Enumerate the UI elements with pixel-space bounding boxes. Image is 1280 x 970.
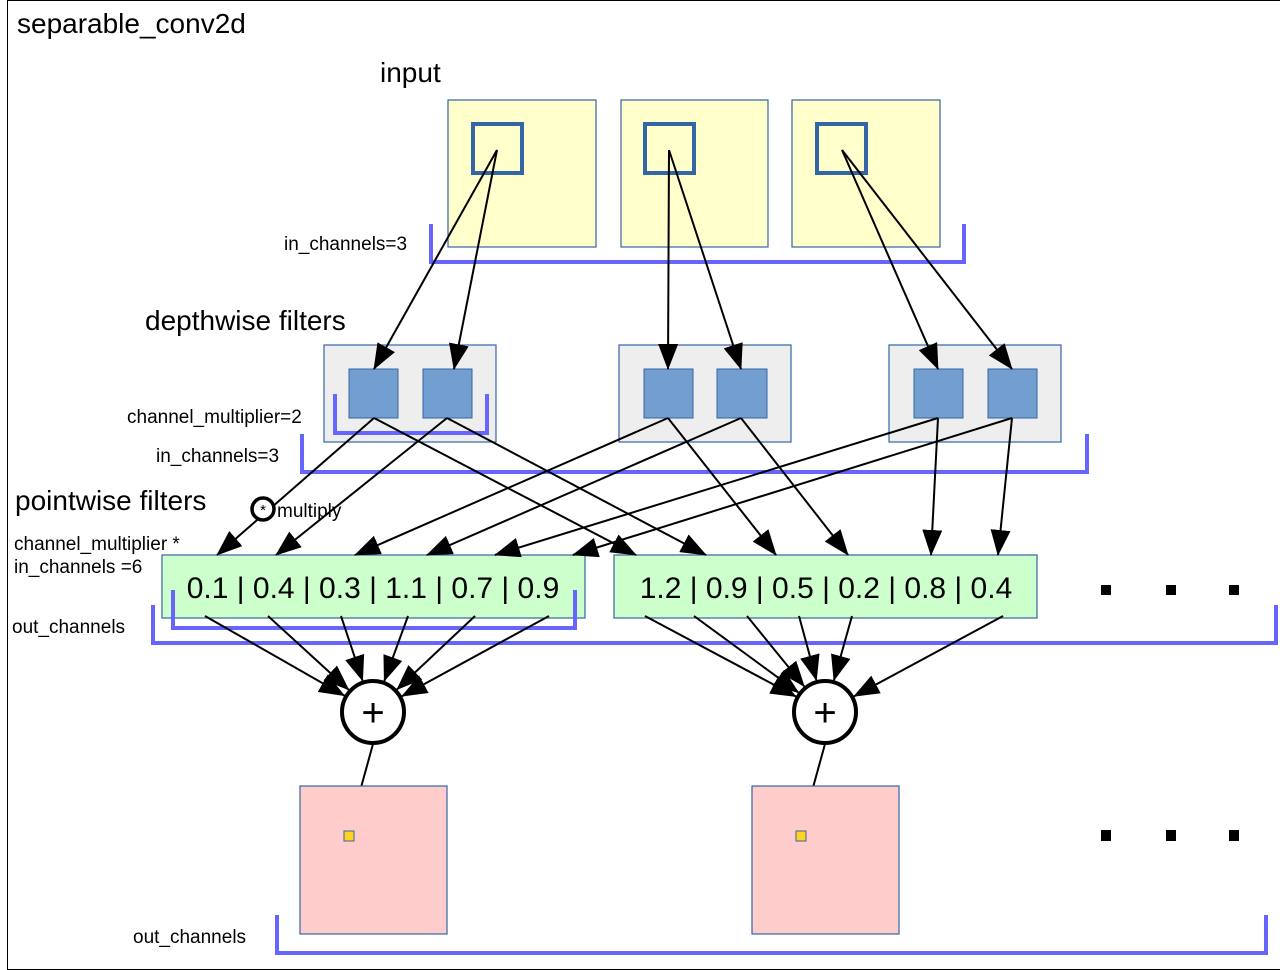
kernel-window-1 bbox=[471, 122, 524, 175]
input-in-channels-bracket bbox=[429, 224, 966, 264]
pointwise-to-sum-arrow bbox=[693, 615, 800, 694]
depthwise-to-pointwise-arrow bbox=[216, 417, 375, 556]
pointwise-to-sum-arrow bbox=[383, 615, 409, 682]
multiply-icon bbox=[250, 496, 276, 522]
pointwise-to-sum-arrow bbox=[401, 615, 550, 698]
pointwise-to-sum-arrow bbox=[340, 615, 365, 682]
depthwise-to-pointwise-arrow bbox=[426, 417, 742, 556]
input-to-depthwise-arrow bbox=[373, 149, 498, 370]
output-channel-2 bbox=[751, 785, 900, 935]
depthwise-to-pointwise-arrow bbox=[922, 417, 943, 556]
pointwise-size-label-line2: in_channels =6 bbox=[14, 557, 142, 578]
output-out-channels-bracket bbox=[275, 915, 1268, 955]
pointwise-to-sum-arrow bbox=[644, 615, 797, 698]
multiply-operator: * multiply bbox=[250, 496, 342, 522]
sum-symbol: + bbox=[813, 691, 836, 735]
pointwise-out-channels-label: out_channels bbox=[12, 617, 125, 638]
input-section-label: input bbox=[380, 57, 441, 88]
connection-arrows bbox=[204, 149, 1013, 832]
pointwise-to-sum-arrow bbox=[853, 615, 1004, 698]
sum-symbol: + bbox=[361, 691, 384, 735]
depthwise-in-channels-bracket bbox=[300, 434, 1089, 474]
depthwise-to-pointwise-arrow bbox=[494, 417, 939, 558]
pointwise-to-sum-arrow bbox=[831, 615, 853, 682]
pointwise-filter-1-weights: 0.1 | 0.4 | 0.3 | 1.1 | 0.7 | 0.9 bbox=[187, 572, 560, 605]
depthwise-to-pointwise-arrow bbox=[446, 417, 707, 556]
depthwise-to-pointwise-arrow bbox=[572, 417, 1013, 558]
output-channel-1 bbox=[299, 785, 448, 935]
depthwise-to-pointwise-arrow bbox=[740, 417, 849, 556]
output-pixel-1 bbox=[343, 830, 355, 842]
pointwise-out-channels-bracket bbox=[151, 605, 1278, 645]
pointwise-to-sum-arrow bbox=[267, 615, 350, 691]
plus-circle-icon bbox=[792, 679, 858, 745]
depthwise-to-pointwise-arrow bbox=[373, 417, 637, 556]
channel-multiplier-bracket bbox=[333, 394, 489, 435]
output-out-channels-label: out_channels bbox=[133, 927, 246, 948]
input-to-depthwise-arrow bbox=[449, 149, 498, 370]
input-to-depthwise-arrow bbox=[841, 149, 1013, 370]
diagram-title: separable_conv2d bbox=[17, 8, 246, 39]
sum-operator-2: + bbox=[792, 679, 858, 745]
depthwise-kernel-2b bbox=[716, 368, 768, 419]
output-pixel-2 bbox=[795, 830, 807, 842]
depthwise-to-pointwise-arrow bbox=[990, 417, 1013, 556]
pointwise-filter-2-weights: 1.2 | 0.9 | 0.5 | 0.2 | 0.8 | 0.4 bbox=[640, 572, 1013, 605]
depthwise-kernel-3b bbox=[987, 368, 1038, 419]
pointwise-section-label: pointwise filters bbox=[15, 485, 206, 516]
pointwise-size-label-line1: channel_multiplier * bbox=[14, 534, 180, 555]
pointwise-size-bracket bbox=[171, 590, 577, 630]
depthwise-kernel-1b bbox=[422, 368, 473, 419]
depthwise-kernel-3a bbox=[913, 368, 964, 419]
depthwise-in-channels-label: in_channels=3 bbox=[156, 446, 279, 467]
kernel-window-3 bbox=[815, 122, 868, 175]
multiply-label: multiply bbox=[277, 501, 342, 522]
plus-circle-icon bbox=[340, 679, 406, 745]
depthwise-kernel-2a bbox=[643, 368, 694, 419]
sum-operator-1: + bbox=[340, 679, 406, 745]
more-outputs-ellipsis bbox=[1101, 830, 1239, 841]
input-channels bbox=[447, 99, 941, 248]
pointwise-to-sum-arrow bbox=[746, 615, 805, 688]
multiply-symbol: * bbox=[260, 502, 266, 519]
depthwise-to-pointwise-arrow bbox=[667, 417, 777, 556]
input-in-channels-label: in_channels=3 bbox=[284, 234, 407, 255]
input-to-depthwise-arrow bbox=[658, 149, 679, 370]
input-to-depthwise-arrow bbox=[668, 149, 743, 370]
pointwise-to-sum-arrow bbox=[798, 615, 820, 682]
more-filters-ellipsis bbox=[1101, 585, 1239, 595]
depthwise-kernel-1a bbox=[348, 368, 399, 419]
depthwise-filters bbox=[323, 344, 1062, 443]
pointwise-to-sum-arrow bbox=[204, 615, 346, 697]
depthwise-to-pointwise-arrow bbox=[354, 417, 669, 556]
channel-multiplier-label: channel_multiplier=2 bbox=[127, 407, 302, 428]
pointwise-filter-1 bbox=[161, 554, 586, 619]
depthwise-section-label: depthwise filters bbox=[145, 305, 346, 336]
input-to-depthwise-arrow bbox=[841, 149, 939, 370]
